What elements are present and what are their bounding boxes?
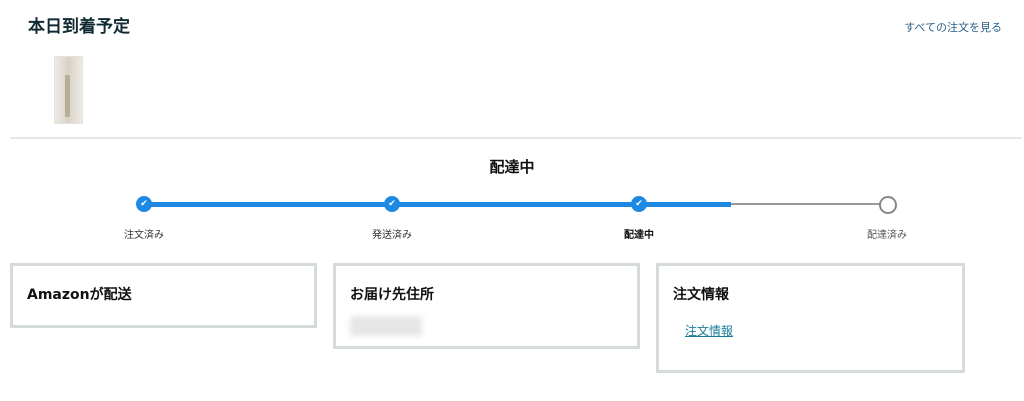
shipper-title: Amazonが配送 [27, 287, 132, 303]
order-info-title: 注文情報 [673, 287, 729, 303]
page-title: 本日到着予定 [28, 17, 130, 37]
order-info-card: 注文情報 注文情報 [656, 263, 965, 373]
view-all-orders-link[interactable]: すべての注文を見る [904, 21, 1002, 34]
address-card: お届け先住所 [333, 263, 640, 349]
step-check-icon: ✔ [384, 196, 400, 212]
step-label-current: 配達中 [624, 230, 654, 241]
redacted-address [350, 316, 422, 336]
step-pending-icon [879, 196, 897, 214]
shipper-card: Amazonが配送 [10, 263, 317, 328]
divider [10, 137, 1022, 139]
product-thumbnail[interactable] [54, 56, 83, 124]
step-label: 注文済み [124, 230, 164, 241]
step-label: 発送済み [372, 230, 412, 241]
step-check-icon: ✔ [136, 196, 152, 212]
progress-filled [144, 202, 731, 207]
progress-remaining [731, 203, 887, 205]
step-label: 配達済み [867, 230, 907, 241]
delivery-status: 配達中 [489, 158, 535, 176]
step-check-icon: ✔ [631, 196, 647, 212]
address-title: お届け先住所 [350, 287, 434, 303]
order-info-link[interactable]: 注文情報 [685, 324, 734, 338]
